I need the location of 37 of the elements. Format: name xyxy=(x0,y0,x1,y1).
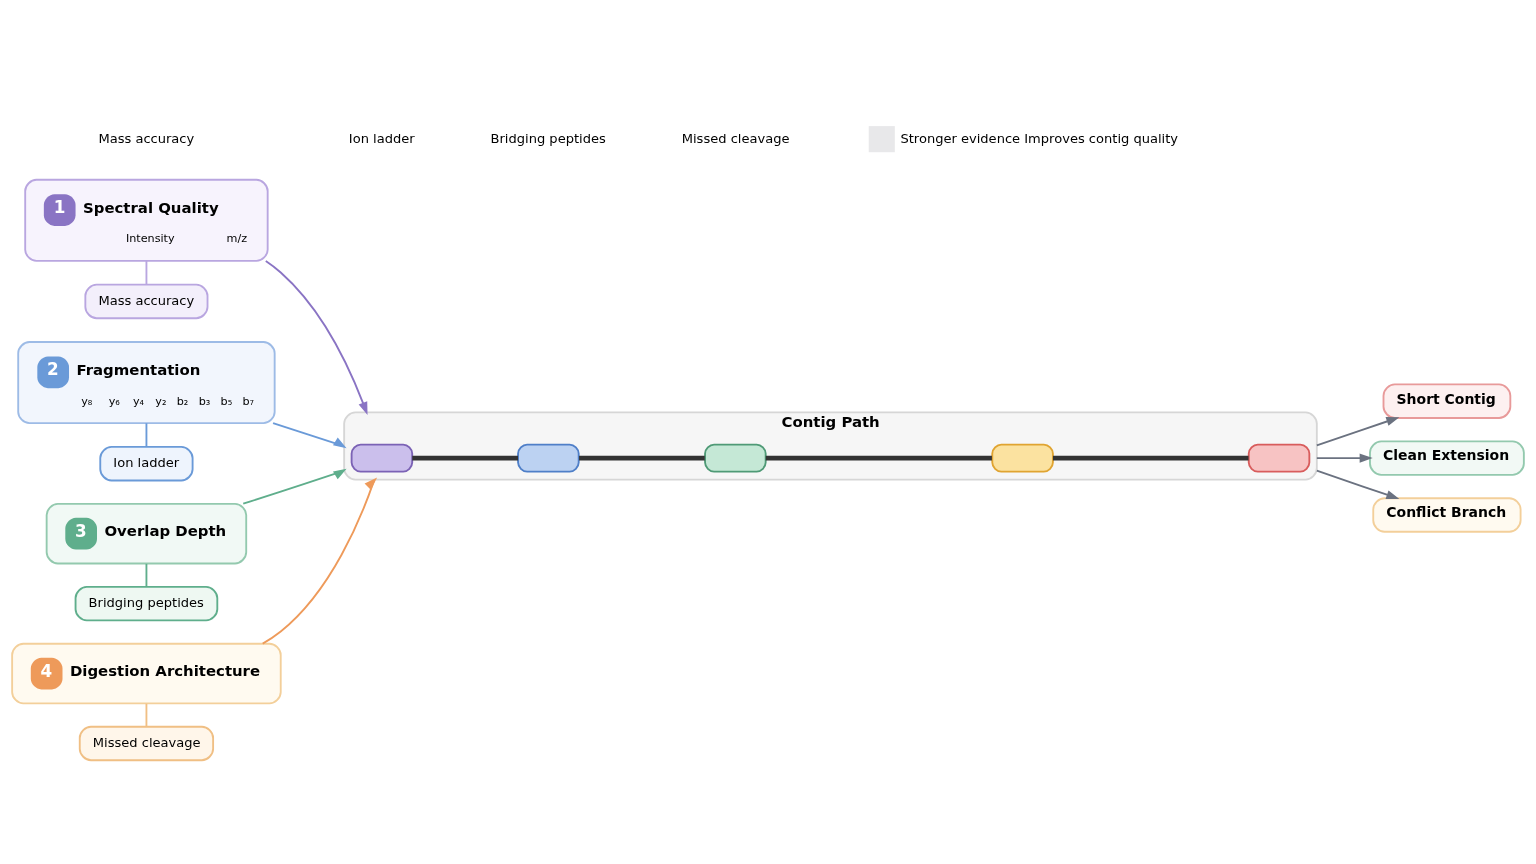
node-box: Clean Extension xyxy=(1369,440,1525,476)
connector xyxy=(145,422,148,448)
node-box xyxy=(517,443,580,473)
arrow xyxy=(1315,453,1373,463)
node-box xyxy=(1247,443,1311,473)
arrow xyxy=(264,260,368,416)
node-box: Mass accuracy xyxy=(84,283,209,320)
node-box: 2 Fragmentation y₈ y₆ y₄ y₂ b₂ b₃ b₅ b₇ xyxy=(17,341,276,425)
arrow xyxy=(272,422,347,449)
arrow xyxy=(1315,469,1400,500)
legend-label: Bridging peptides xyxy=(490,130,606,146)
node-box: Missed cleavage xyxy=(78,725,215,762)
connector xyxy=(765,455,992,461)
node-box: 1 Spectral Quality Intensity m/z xyxy=(24,178,269,262)
legend-label: Ion ladder xyxy=(348,130,415,146)
arrow xyxy=(1315,417,1400,447)
node-box: Bridging peptides xyxy=(74,585,219,622)
connector xyxy=(145,562,148,588)
node-box: Ion ladder xyxy=(99,446,194,482)
node-box: Conflict Branch xyxy=(1372,497,1522,533)
connector xyxy=(412,455,518,461)
node-box: 3 Overlap Depth xyxy=(45,502,248,565)
connector xyxy=(1053,455,1249,461)
legend-label: Stronger evidence Improves contig quality xyxy=(900,130,1179,146)
node-box xyxy=(704,443,767,473)
legend-label: Missed cleavage xyxy=(681,130,790,146)
node-box xyxy=(991,443,1054,473)
node-box: 4 Digestion Architecture xyxy=(11,642,282,705)
connector xyxy=(579,455,705,461)
arrow xyxy=(242,468,347,505)
cluster: Contig Path xyxy=(343,411,1318,481)
connector xyxy=(145,260,148,286)
node-box: Short Contig xyxy=(1382,383,1512,419)
legend-label: Mass accuracy xyxy=(98,130,195,146)
connector xyxy=(145,702,148,728)
arrow xyxy=(261,477,378,645)
node-box xyxy=(350,443,414,473)
